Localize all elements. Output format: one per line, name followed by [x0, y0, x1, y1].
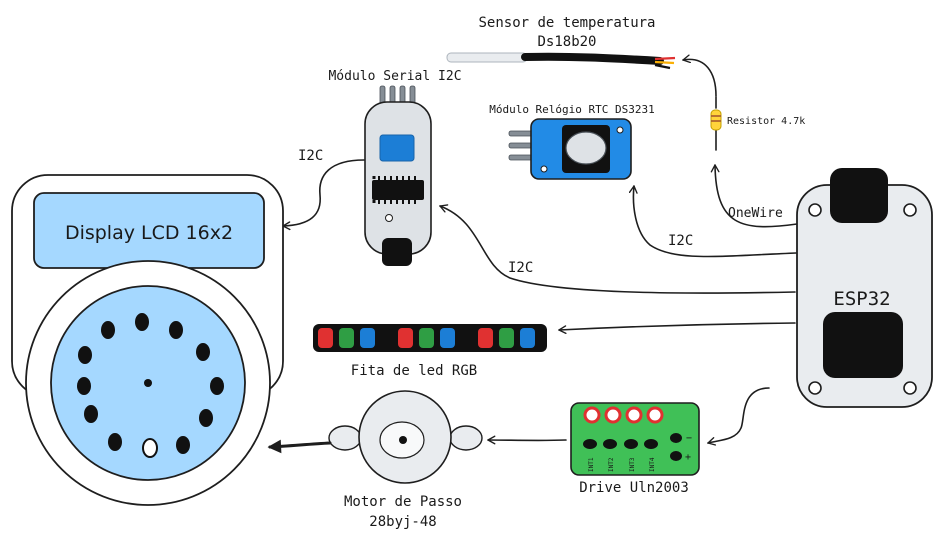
- driver-pin-label: INT2: [608, 457, 615, 472]
- arrow-to-driver: [707, 387, 770, 446]
- driver-board: INT1 INT2 INT3 INT4 − + Drive Uln2003: [570, 402, 700, 496]
- arrow-to-serial-module: [439, 204, 796, 294]
- i2c-serial-label: I2C: [508, 260, 533, 276]
- motor-shaft: [399, 436, 407, 444]
- esp32-label: ESP32: [833, 288, 890, 310]
- i2c-display-label: I2C: [298, 148, 323, 164]
- arrow-onewire: [710, 164, 798, 228]
- serial-module-connector: [382, 238, 412, 266]
- i2c-rtc-label: I2C: [668, 233, 693, 249]
- i2c-display-connection: I2C: [282, 148, 365, 231]
- temp-sensor-model: Ds18b20: [537, 34, 596, 50]
- sensor-wire-yellow: [654, 60, 675, 65]
- led-blue: [440, 328, 455, 348]
- serial-module-label: Módulo Serial I2C: [328, 69, 461, 84]
- led-green: [339, 328, 354, 348]
- serial-module-chip: [372, 176, 424, 204]
- esp32-board: ESP32: [796, 168, 933, 408]
- stepper-label-line1: Motor de Passo: [344, 494, 462, 510]
- esp32-chip: [823, 312, 903, 378]
- arrow-to-sensor: [682, 54, 717, 97]
- driver-pin-label: INT4: [649, 457, 656, 472]
- driver-label: Drive Uln2003: [579, 480, 689, 496]
- temp-sensor-title: Sensor de temperatura: [478, 15, 655, 31]
- driver-minus: −: [686, 433, 692, 444]
- dial-center: [144, 379, 152, 387]
- esp32-antenna: [830, 168, 888, 223]
- rtc-module: Módulo Relógio RTC DS3231: [489, 103, 655, 180]
- serial-i2c-module: Módulo Serial I2C: [328, 69, 462, 266]
- driver-body: [570, 402, 700, 476]
- resistor-label: Resistor 4.7k: [727, 116, 805, 127]
- arrow-to-rtc: [628, 185, 797, 258]
- onewire-label: OneWire: [728, 206, 783, 221]
- led-green: [499, 328, 514, 348]
- sensor-wire-red: [654, 56, 676, 61]
- arrow-to-led-strip: [558, 322, 796, 335]
- motor-left-tab: [328, 425, 362, 451]
- i2c-serial-connection: I2C: [439, 204, 796, 294]
- dial-hole-white: [142, 438, 158, 458]
- driver-pin-label: INT1: [588, 457, 595, 472]
- stepper-label-line2: 28byj-48: [369, 514, 436, 530]
- motor-right-tab: [449, 425, 483, 451]
- rtc-battery: [565, 131, 607, 165]
- led-red: [318, 328, 333, 348]
- temperature-sensor: Sensor de temperatura Ds18b20: [446, 15, 676, 70]
- sensor-cable: [521, 52, 664, 65]
- rtc-module-label: Módulo Relógio RTC DS3231: [489, 103, 655, 116]
- sensor-probe: [446, 52, 528, 63]
- stepper-motor: Motor de Passo 28byj-48: [328, 390, 483, 530]
- i2c-rtc-connection: I2C: [628, 185, 797, 258]
- driver-pin-label: INT3: [629, 457, 636, 472]
- sensor-wire-black: [654, 63, 671, 70]
- led-blue: [360, 328, 375, 348]
- led-green: [419, 328, 434, 348]
- driver-plus: +: [685, 452, 691, 463]
- onewire-connection: OneWire: [682, 54, 798, 228]
- arrow-to-display: [282, 159, 365, 231]
- led-strip: Fita de led RGB: [313, 324, 547, 379]
- resistor-body: [710, 109, 722, 131]
- serial-module-pot: [379, 134, 415, 162]
- led-strip-label: Fita de led RGB: [351, 363, 477, 379]
- resistor: Resistor 4.7k: [710, 96, 805, 151]
- led-red: [398, 328, 413, 348]
- dial-unit: [25, 260, 271, 506]
- display-label: Display LCD 16x2: [65, 222, 233, 244]
- arrow-to-dial: [270, 443, 332, 447]
- led-blue: [520, 328, 535, 348]
- led-red: [478, 328, 493, 348]
